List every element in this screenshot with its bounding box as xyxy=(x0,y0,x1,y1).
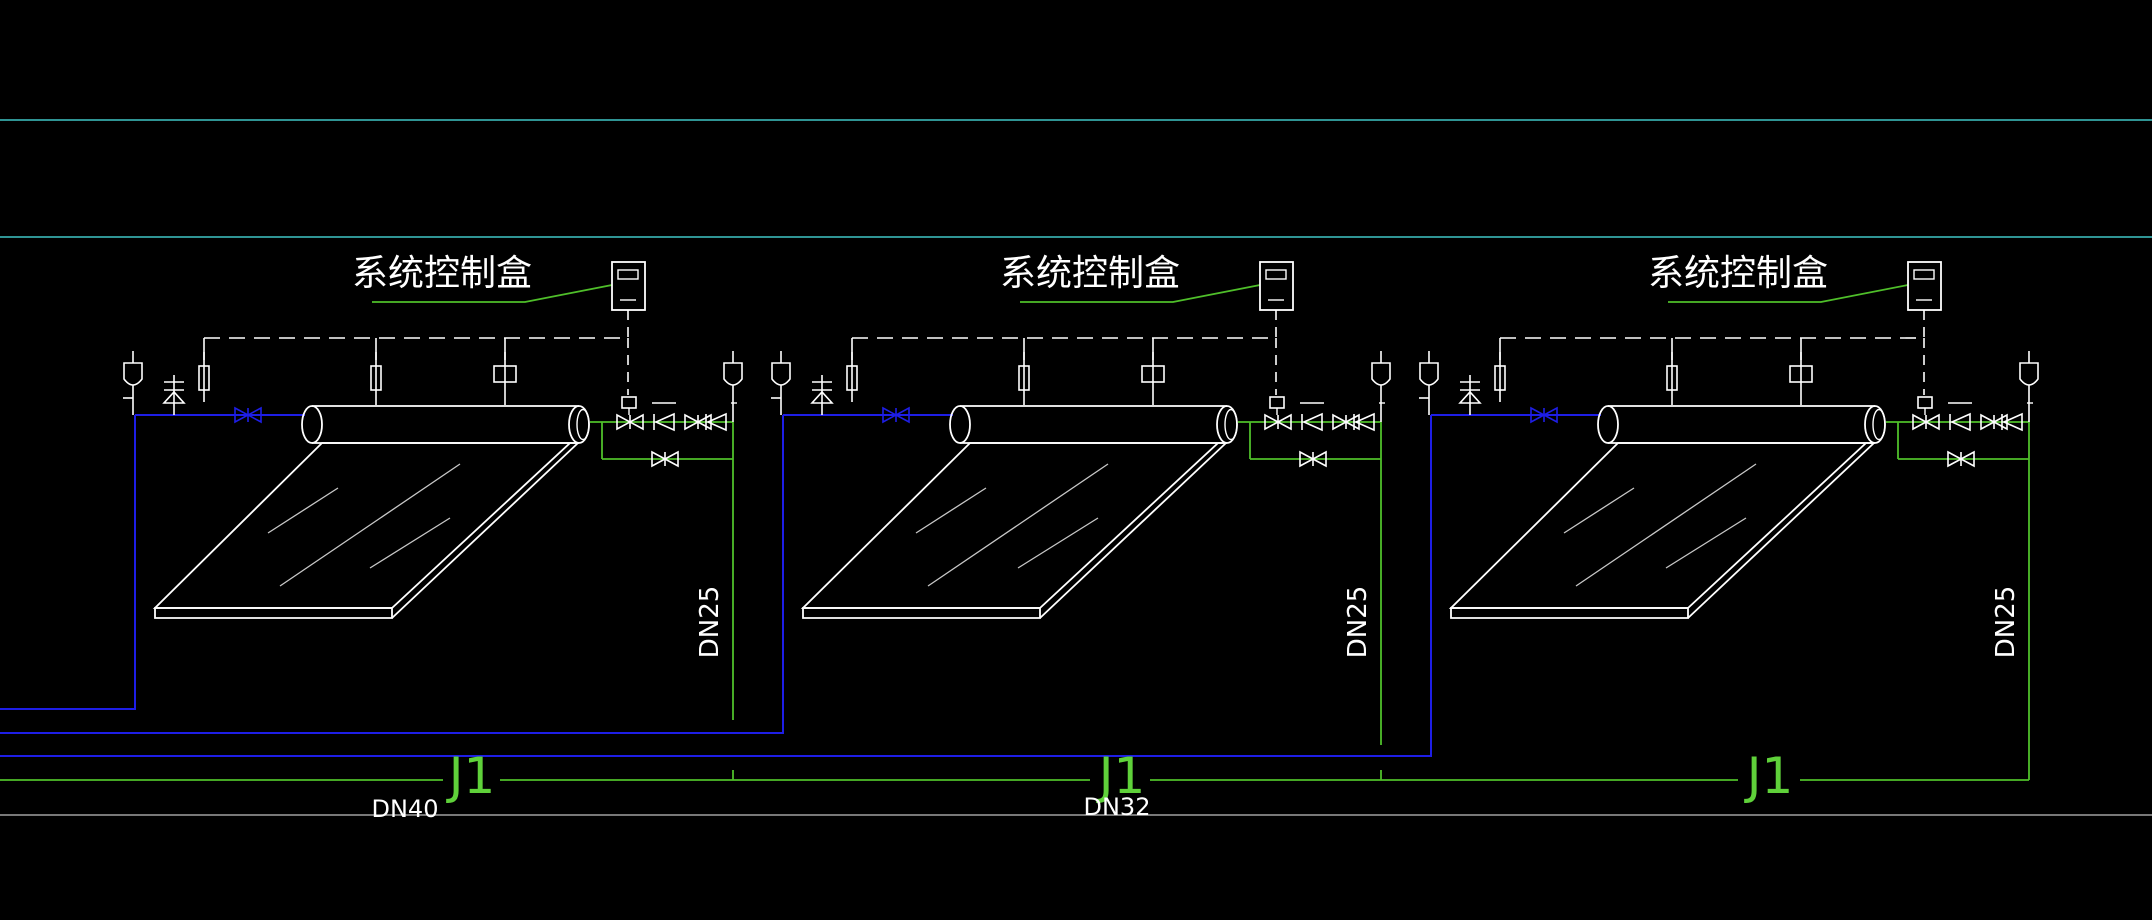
gate-valve-icon xyxy=(1332,413,1360,431)
sensor-icon xyxy=(1141,352,1165,405)
relief-valve-icon xyxy=(162,375,186,415)
gate-valve-icon xyxy=(1530,406,1558,424)
controller-leader-line xyxy=(1020,284,1261,303)
sensor-icon xyxy=(1789,352,1813,405)
motor-valve-icon xyxy=(621,396,637,409)
collector-header xyxy=(949,405,1238,444)
gate-valve-icon xyxy=(1264,413,1292,431)
check-valve-icon xyxy=(1353,412,1375,432)
check-valve-icon xyxy=(705,412,727,432)
main-pipe-label-2: J1 xyxy=(1096,747,1146,805)
sensor-icon xyxy=(846,352,858,402)
controller-leader-line xyxy=(372,284,613,303)
air-vent-icon xyxy=(1419,351,1439,415)
solar-collector-icon xyxy=(1448,442,1875,619)
collector-header xyxy=(301,405,590,444)
gate-valve-icon xyxy=(651,450,679,468)
collector-header xyxy=(1597,405,1886,444)
main-pipe-label-1: J1 xyxy=(446,747,496,805)
gate-valve-icon xyxy=(684,413,712,431)
main-pipes xyxy=(0,415,2029,781)
controller-label: 系统控制盒 xyxy=(1648,253,1828,294)
sensor-icon xyxy=(1666,352,1678,405)
air-vent-icon xyxy=(2019,351,2039,422)
riser-size-label: DN25 xyxy=(1991,586,2021,659)
gate-valve-icon xyxy=(1947,450,1975,468)
sensor-icon xyxy=(198,352,210,402)
gate-valve-icon xyxy=(1299,450,1327,468)
air-vent-icon xyxy=(771,351,791,415)
riser-size-label: DN25 xyxy=(1343,586,1373,659)
sensor-icon xyxy=(1018,352,1030,405)
pipe-size-label-2: DN32 xyxy=(1084,793,1151,821)
sensor-icon xyxy=(1494,352,1506,402)
controller-box-icon xyxy=(611,261,646,311)
blue-main-pipe xyxy=(0,415,1432,757)
blue-main-pipe xyxy=(0,415,136,710)
pipe-size-label-1: DN40 xyxy=(372,795,439,823)
collector-unit: 系统控制盒 DN25 xyxy=(123,253,743,720)
controller-leader-line xyxy=(1668,284,1909,303)
collector-unit: 系统控制盒 DN25 xyxy=(1419,253,2039,780)
motor-valve-icon xyxy=(1269,396,1285,409)
controller-box-icon xyxy=(1259,261,1294,311)
relief-valve-icon xyxy=(1458,375,1482,415)
gate-valve-icon xyxy=(234,406,262,424)
main-pipe-label-3: J1 xyxy=(1744,747,1794,805)
gate-valve-icon xyxy=(1912,413,1940,431)
collector-unit: 系统控制盒 DN25 xyxy=(771,253,1391,745)
check-valve-icon xyxy=(2001,412,2023,432)
controller-box-icon xyxy=(1907,261,1942,311)
gate-valve-icon xyxy=(882,406,910,424)
riser-size-label: DN25 xyxy=(695,586,725,659)
air-vent-icon xyxy=(123,351,143,415)
check-valve-icon xyxy=(1301,412,1323,432)
sensor-icon xyxy=(493,352,517,405)
solar-collector-icon xyxy=(800,442,1227,619)
air-vent-icon xyxy=(1371,351,1391,422)
blue-main-pipe xyxy=(0,415,784,734)
solar-collector-icon xyxy=(152,442,579,619)
gate-valve-icon xyxy=(616,413,644,431)
collector-units: 系统控制盒 DN25 系统控制盒 DN25 系统控制盒 DN25 xyxy=(123,253,2039,780)
controller-label: 系统控制盒 xyxy=(352,253,532,294)
motor-valve-icon xyxy=(1917,396,1933,409)
sensor-icon xyxy=(370,352,382,405)
check-valve-icon xyxy=(1949,412,1971,432)
controller-label: 系统控制盒 xyxy=(1000,253,1180,294)
relief-valve-icon xyxy=(810,375,834,415)
check-valve-icon xyxy=(653,412,675,432)
air-vent-icon xyxy=(723,351,743,422)
gate-valve-icon xyxy=(1980,413,2008,431)
